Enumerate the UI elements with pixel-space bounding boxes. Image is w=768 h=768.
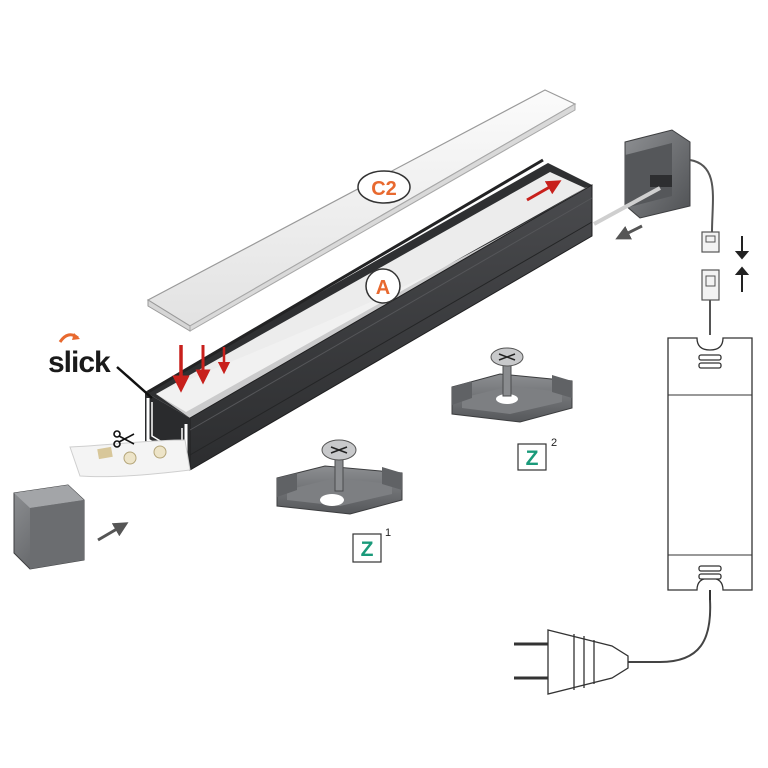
profile-label: A	[365, 268, 401, 304]
diffuser-cover	[146, 89, 577, 332]
cover-label-text: C2	[371, 178, 397, 200]
plug-icon	[514, 629, 629, 695]
slick-logo: slick	[48, 333, 153, 399]
screw-icon	[321, 439, 357, 492]
power-supply-icon	[667, 337, 753, 600]
slide-in-arrow	[526, 180, 562, 202]
power-cable	[618, 599, 712, 663]
push-arrows	[734, 236, 750, 292]
end-cap-right-arrow	[615, 224, 643, 240]
press-arrows	[172, 345, 231, 393]
mounting-clip-2	[451, 373, 573, 423]
screw-icon	[490, 347, 524, 397]
clip-2-label: Z 2	[517, 437, 557, 471]
connector-icon	[701, 231, 720, 335]
clip-1-letter: Z	[361, 538, 374, 561]
cover-label: C2	[357, 170, 411, 204]
scissors-icon	[113, 430, 135, 448]
end-cap-right	[593, 129, 714, 233]
led-strip	[69, 439, 191, 478]
clip-2-letter: Z	[526, 447, 539, 470]
slick-label: slick	[48, 346, 111, 379]
end-cap-left	[13, 484, 85, 570]
clip-2-index: 2	[551, 437, 557, 449]
clip-1-label: Z 1	[352, 527, 391, 563]
profile-label-text: A	[376, 277, 390, 299]
end-cap-arrow	[97, 522, 129, 542]
clip-1-index: 1	[385, 527, 391, 539]
